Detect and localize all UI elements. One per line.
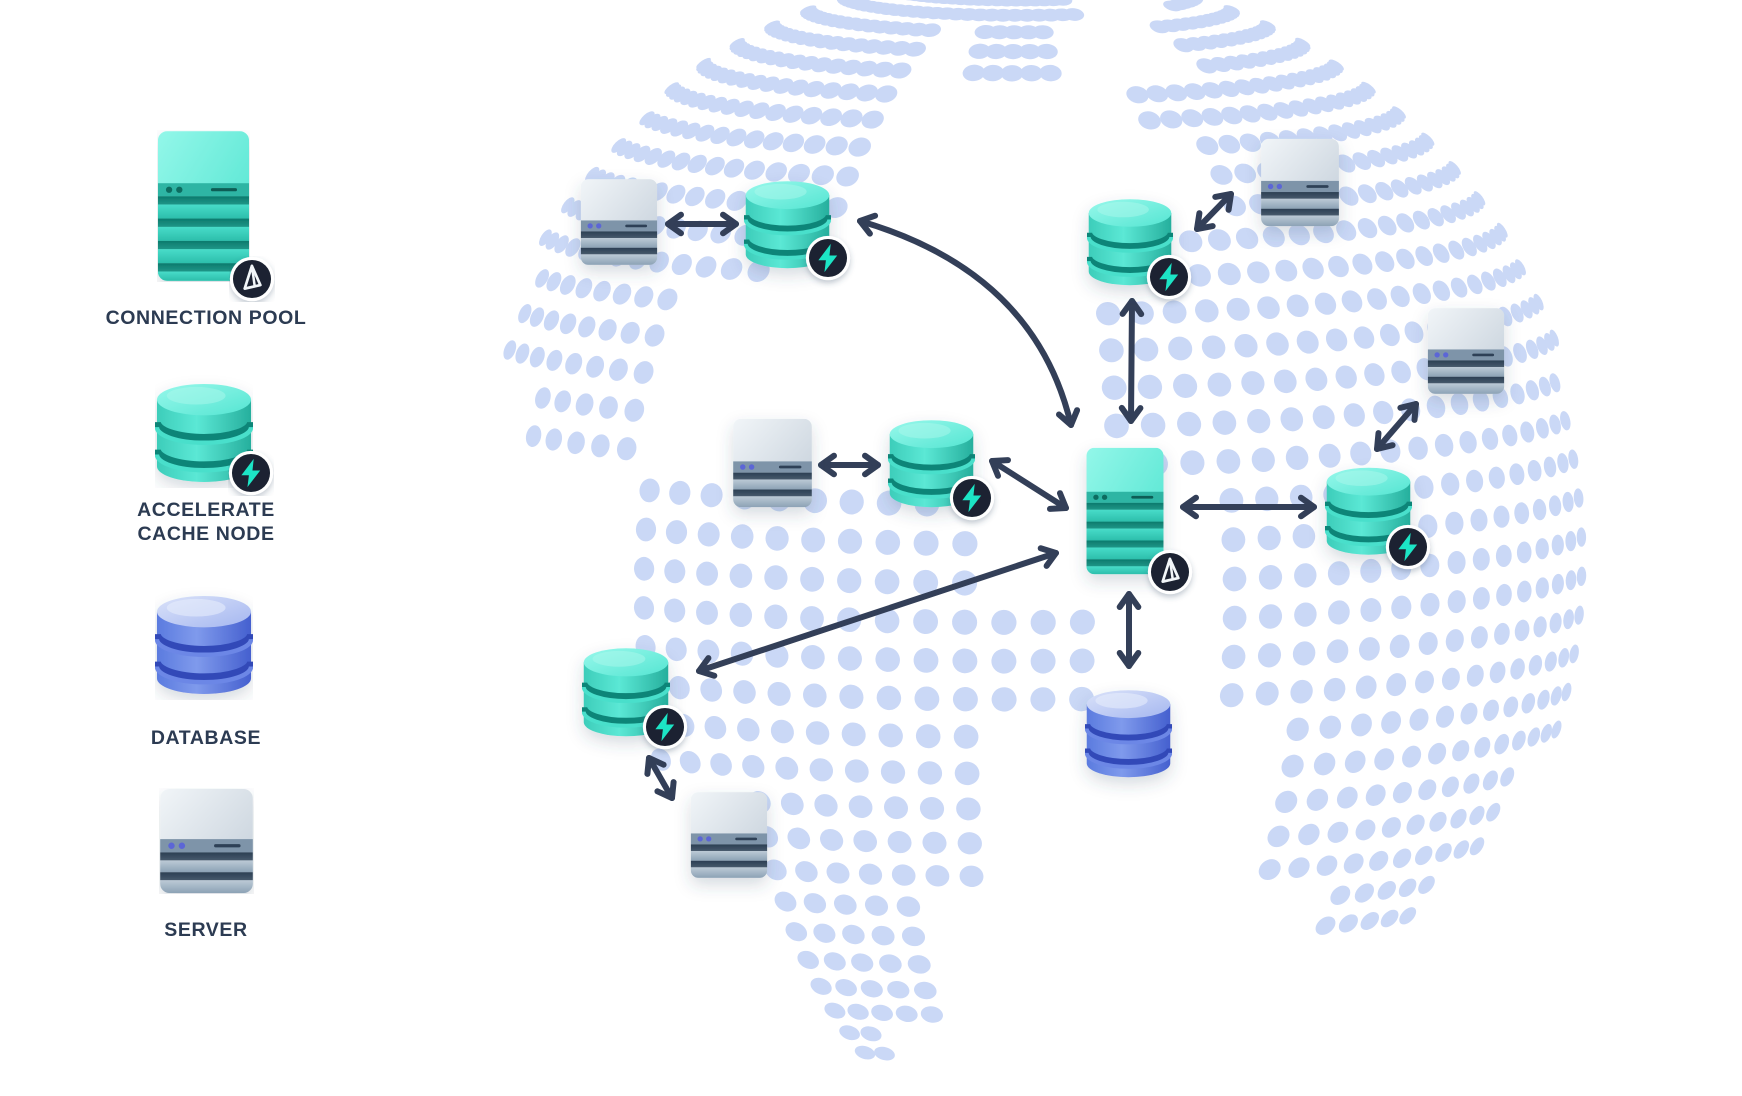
legend-label-line: ACCELERATE bbox=[137, 499, 275, 521]
arrowhead-icon bbox=[1119, 298, 1145, 318]
connection-cache-top-left--connection-pool-center bbox=[857, 212, 1081, 428]
arrowhead-icon bbox=[1180, 494, 1199, 520]
arrowhead-icon bbox=[1397, 401, 1419, 423]
bolt-badge-icon bbox=[805, 235, 851, 281]
bolt-badge-icon bbox=[1146, 254, 1192, 300]
arrowhead-icon bbox=[665, 211, 684, 237]
node-server-bottom-left bbox=[691, 792, 767, 878]
arrowhead-icon bbox=[1212, 191, 1234, 213]
arrowhead-icon bbox=[1037, 545, 1059, 569]
connection-cache-top--connection-pool-center bbox=[1118, 298, 1145, 424]
arrow-shaft bbox=[857, 218, 1074, 428]
arrowhead-icon bbox=[818, 452, 837, 478]
arrow-shaft bbox=[1194, 191, 1234, 232]
prisma-badge-icon bbox=[1147, 549, 1193, 595]
node-server-mid-left bbox=[733, 419, 812, 507]
arrowhead-icon bbox=[862, 452, 881, 478]
node-database-bottom bbox=[1087, 690, 1171, 777]
connection-connection-pool-center--database-bottom bbox=[1116, 591, 1142, 669]
map-dot-layer bbox=[503, 0, 1587, 1061]
arrowhead-icon bbox=[720, 211, 739, 237]
arrow-shaft bbox=[1374, 401, 1419, 452]
connection-server-top-left--cache-top-left bbox=[665, 211, 739, 237]
connection-cache-right--server-far-right bbox=[1374, 401, 1419, 452]
connection-connection-pool-center--cache-right bbox=[1180, 494, 1317, 520]
arrowhead-icon bbox=[644, 755, 667, 777]
legend-label-line: CACHE NODE bbox=[137, 523, 275, 545]
connection-arrows bbox=[644, 191, 1419, 801]
node-layer bbox=[581, 139, 1504, 878]
database-icon bbox=[155, 586, 253, 700]
connection-cache-bottom-left--server-bottom-left bbox=[644, 755, 677, 801]
bolt-badge-icon bbox=[949, 475, 995, 521]
connection-server-mid-left--cache-mid bbox=[818, 452, 881, 478]
legend-label-connection-pool: CONNECTION POOL bbox=[105, 307, 307, 329]
arrowhead-icon bbox=[1116, 591, 1142, 610]
arrowhead-icon bbox=[1298, 494, 1317, 520]
arrow-shaft bbox=[989, 458, 1069, 511]
node-server-top-right bbox=[1261, 139, 1339, 226]
legend-label-database: DATABASE bbox=[150, 727, 262, 749]
legend-label-server: SERVER bbox=[164, 919, 248, 941]
arrowhead-icon bbox=[1056, 407, 1081, 428]
arrow-shaft bbox=[696, 550, 1059, 674]
connection-cache-bottom-left--connection-pool-center bbox=[696, 545, 1059, 679]
bolt-badge-icon bbox=[228, 450, 274, 496]
prisma-badge-icon bbox=[229, 256, 275, 302]
node-connection-pool-center bbox=[1087, 448, 1164, 574]
node-server-top-left bbox=[581, 179, 657, 265]
arrowhead-icon bbox=[1116, 650, 1142, 669]
arrowhead-icon bbox=[989, 457, 1011, 479]
arrow-shaft bbox=[1128, 298, 1135, 424]
bolt-badge-icon bbox=[642, 704, 688, 750]
arrowhead-icon bbox=[1374, 430, 1396, 452]
node-server-far-right bbox=[1428, 308, 1504, 394]
server-icon bbox=[159, 788, 254, 894]
arrowhead-icon bbox=[1047, 490, 1069, 512]
arrow-shaft bbox=[646, 755, 675, 801]
bolt-badge-icon bbox=[1385, 524, 1431, 570]
connection-cache-mid--connection-pool-center bbox=[989, 457, 1069, 512]
connection-cache-top--server-top-right bbox=[1194, 191, 1234, 232]
arrowhead-icon bbox=[857, 212, 879, 237]
legend-label-accelerate-cache-node: ACCELERATE CACHE NODE bbox=[76, 498, 336, 546]
arrowhead-icon bbox=[654, 779, 677, 801]
arrowhead-icon bbox=[1118, 404, 1144, 424]
legend: CONNECTION POOL ACCELERATE CACHE NODE DA… bbox=[0, 0, 340, 1096]
arrowhead-icon bbox=[1194, 210, 1216, 232]
arrowhead-icon bbox=[696, 655, 718, 679]
